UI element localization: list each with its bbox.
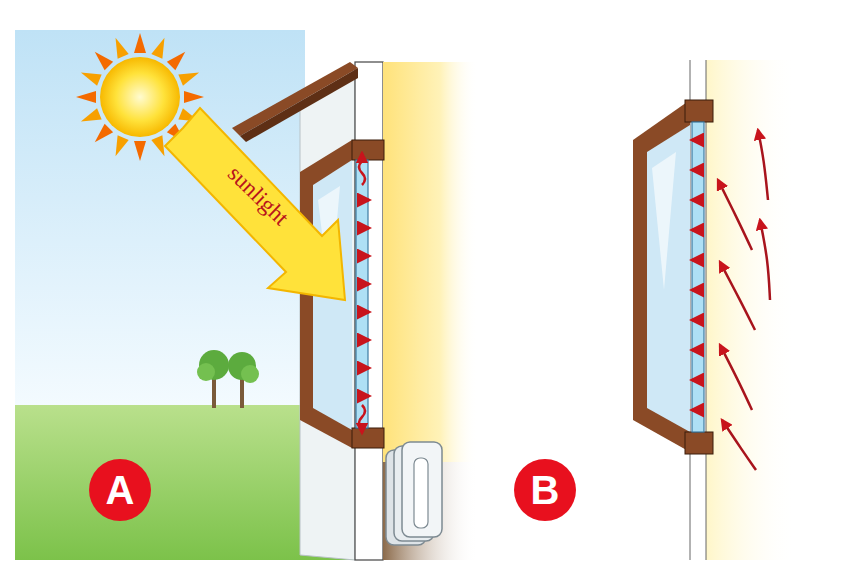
heat-arrow <box>692 199 703 202</box>
illustration-part <box>685 432 713 454</box>
illustration-part <box>647 125 690 432</box>
sun-ray <box>79 108 102 127</box>
illustration-part <box>414 458 428 528</box>
heat-arrow <box>358 395 369 398</box>
heat-arrow <box>358 255 369 258</box>
callout-letter: A <box>106 470 135 510</box>
warm-air-arrow <box>722 420 756 470</box>
heat-arrow <box>692 379 703 382</box>
heat-arrow <box>358 283 369 286</box>
illustration-part <box>240 68 358 142</box>
warm-air-arrow <box>760 220 770 300</box>
heat-arrow <box>692 259 703 262</box>
illustration-part <box>706 60 796 560</box>
illustration-part <box>692 140 703 410</box>
heat-arrow <box>692 409 703 412</box>
illustration-part <box>685 100 713 122</box>
heat-arrow <box>358 339 369 342</box>
illustration-part <box>359 153 365 185</box>
heat-arrow <box>692 139 703 142</box>
trees <box>197 350 259 408</box>
heat-arrow <box>692 319 703 322</box>
sun-ray <box>151 36 170 59</box>
illustration-part <box>706 60 707 560</box>
warm-air-arrow <box>720 345 752 410</box>
sun-ray <box>91 124 114 147</box>
sun-ray <box>178 67 201 86</box>
house-wall <box>232 62 383 560</box>
illustration-part <box>355 62 383 560</box>
heat-arrow <box>692 289 703 292</box>
callout-circle: A <box>89 459 151 521</box>
callout-letter: B <box>531 470 560 510</box>
sunlight-arrow <box>165 108 345 300</box>
illustration-part <box>690 60 706 560</box>
radiator <box>386 442 442 545</box>
sun-ray <box>134 33 146 53</box>
illustration-part <box>718 130 770 470</box>
illustration-part <box>402 442 442 537</box>
illustration-part <box>652 152 676 290</box>
sun-ray <box>91 48 114 71</box>
illustration-part <box>633 100 690 452</box>
heat-arrow <box>358 199 369 202</box>
room-interior <box>383 62 478 560</box>
sun-ray <box>76 91 96 103</box>
outdoor-scene <box>15 30 355 560</box>
heat-arrow <box>358 311 369 314</box>
illustration-part <box>300 70 355 560</box>
sun-ray <box>184 91 204 103</box>
heat-arrow <box>692 349 703 352</box>
warm-air-arrow <box>720 262 755 330</box>
warm-air-arrow <box>718 180 752 250</box>
illustration-part <box>165 108 345 300</box>
window-b <box>633 60 796 560</box>
warm-air-arrow <box>758 130 768 200</box>
illustration-part <box>356 160 368 428</box>
illustration-part <box>692 122 704 432</box>
heat-arrow <box>358 227 369 230</box>
illustration-part <box>358 200 369 396</box>
sun-ray <box>79 67 102 86</box>
heat-arrow <box>692 229 703 232</box>
sun-ray <box>134 141 146 161</box>
sun-ray <box>110 36 129 59</box>
illustration-part <box>352 140 384 160</box>
illustration-part <box>352 428 384 448</box>
heat-arrow <box>692 169 703 172</box>
callout-circle: B <box>514 459 576 521</box>
sun-ray <box>167 48 190 71</box>
sun-ray <box>110 135 129 158</box>
illustration-part <box>359 405 365 433</box>
illustration-part <box>241 365 259 383</box>
illustration-part <box>383 62 478 462</box>
illustration-part <box>232 62 358 136</box>
heat-arrow <box>358 367 369 370</box>
illustration-part <box>100 57 180 137</box>
illustration-part <box>197 363 215 381</box>
